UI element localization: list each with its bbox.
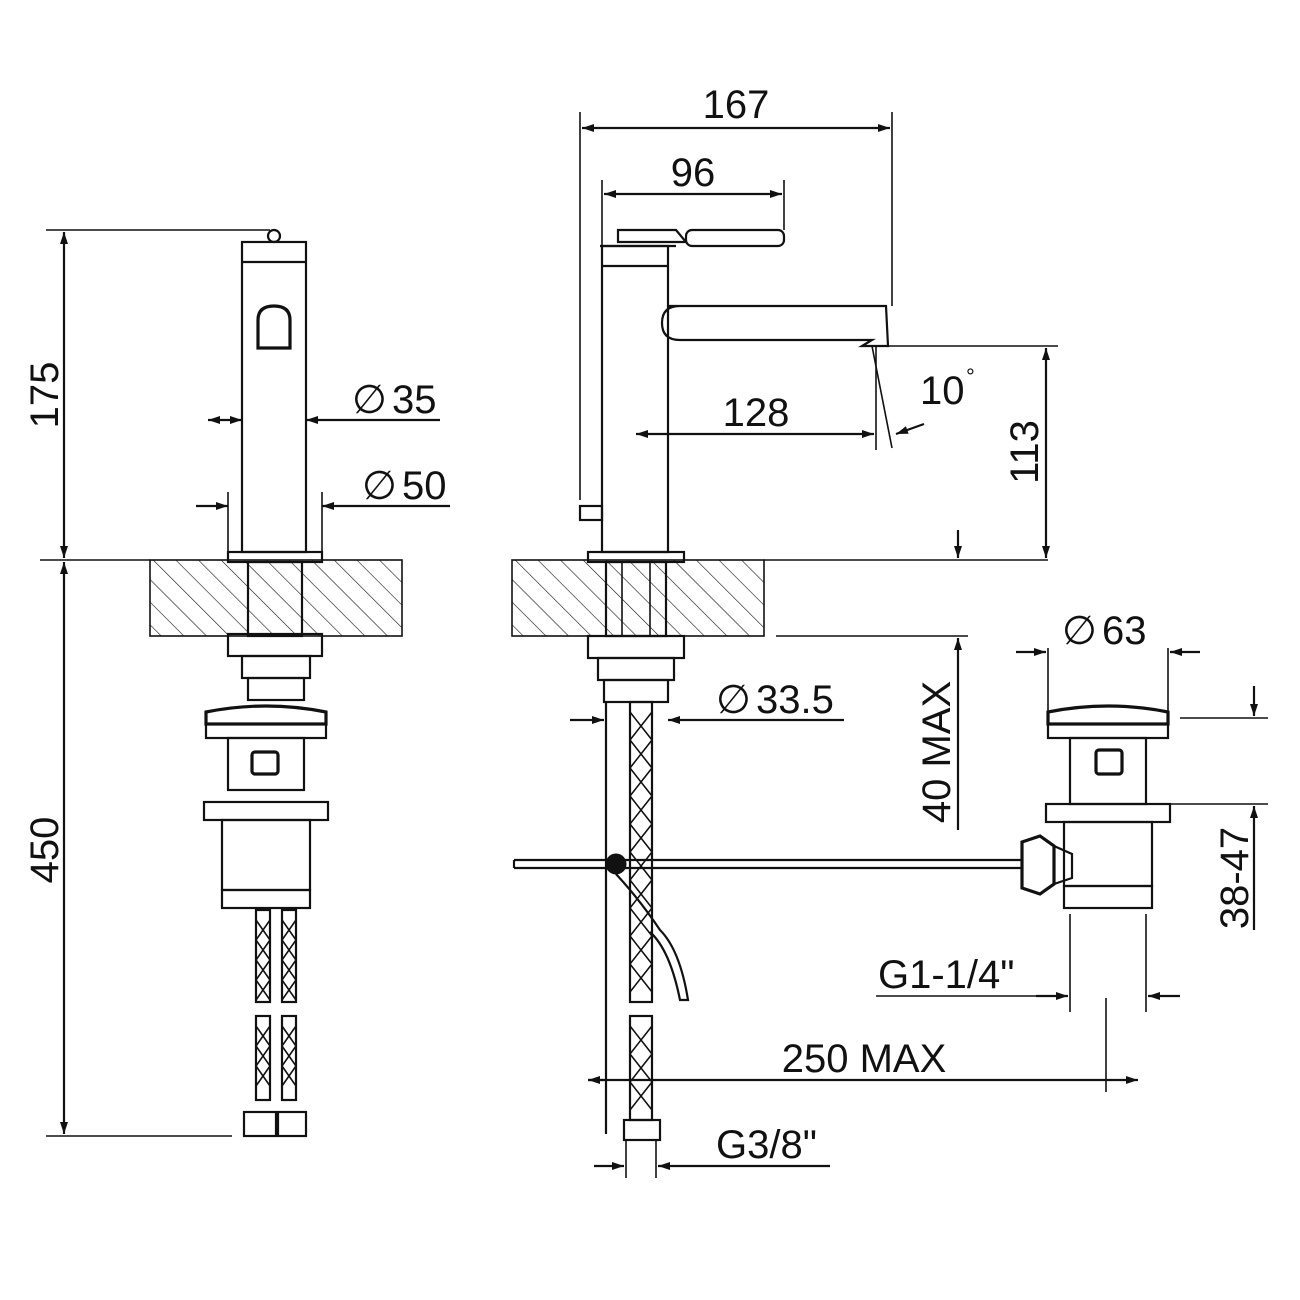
spout (660, 304, 890, 348)
dim-height-175: 175 (23, 362, 67, 429)
dim-shank-diam: 33.5 (756, 678, 834, 722)
dim-below-deck-450: 450 (23, 817, 67, 884)
dim-handle-96: 96 (671, 151, 716, 195)
countertop-front (149, 559, 403, 637)
dim-hose-thread: G3/8" (716, 1123, 817, 1167)
dim-angle-unit: ° (966, 364, 975, 389)
waste-view: ∅ 63 38-47 G1-1/4" (876, 609, 1268, 1012)
dim-hose-length: 250 MAX (782, 1037, 947, 1081)
dim-spout-reach-128: 128 (723, 391, 790, 435)
hoses-front (242, 908, 308, 1138)
side-view: 167 96 128 10 ° 113 40 MAX ∅ 33.5 250 MA… (511, 83, 1138, 1178)
front-view: 175 450 ∅ 35 ∅ 50 (23, 228, 450, 1138)
hose-side (622, 700, 662, 1142)
dim-deck-thickness: 40 MAX (915, 681, 959, 823)
dim-spout-height-113: 113 (1003, 420, 1047, 484)
diam-symbol-50: ∅ (362, 464, 397, 508)
lever-opening (256, 304, 292, 350)
faucet-body-front (240, 240, 308, 554)
dim-waste-thread: G1-1/4" (878, 953, 1014, 997)
diam-symbol-33-5: ∅ (716, 678, 751, 722)
dim-angle: 10 (920, 369, 965, 413)
dim-diam-50: 50 (402, 464, 447, 508)
dim-waste-height: 38-47 (1213, 827, 1257, 929)
countertop-side (511, 559, 765, 637)
aerator-knob (266, 228, 282, 244)
dim-total-length-167: 167 (703, 83, 770, 127)
diam-symbol-35: ∅ (352, 378, 387, 422)
faucet-body-side (600, 244, 670, 554)
dim-waste-diam: 63 (1102, 609, 1147, 653)
dim-diam-35: 35 (392, 378, 437, 422)
diam-symbol-63: ∅ (1062, 609, 1097, 653)
